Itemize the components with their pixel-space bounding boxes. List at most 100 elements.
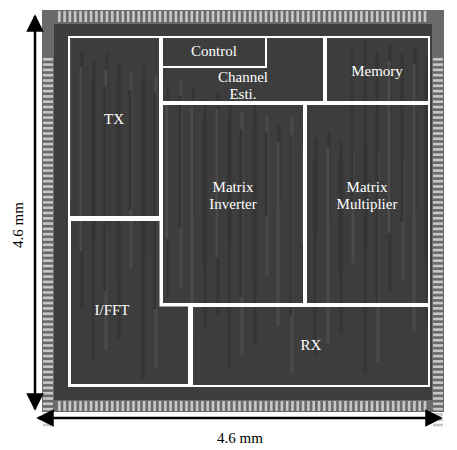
bond-pad <box>433 90 443 93</box>
bond-pad <box>433 408 443 411</box>
bond-pad <box>43 403 53 406</box>
bond-pad <box>233 11 236 22</box>
die-streak <box>203 116 206 268</box>
block-label: Channel Esti. <box>203 69 283 104</box>
bond-pad <box>408 401 411 411</box>
bond-pad <box>433 286 443 289</box>
die-streak <box>228 119 231 367</box>
bond-pad <box>43 228 53 231</box>
bond-pad <box>43 191 53 194</box>
bond-pad <box>196 401 199 411</box>
die-streak <box>117 80 120 280</box>
bond-pad <box>159 401 162 411</box>
bond-pad <box>433 180 443 183</box>
block-region: Control <box>161 36 267 68</box>
bond-pad <box>249 401 252 411</box>
die-streak <box>204 99 207 327</box>
bond-pad <box>403 401 406 411</box>
bond-pad <box>43 206 53 209</box>
bond-pad <box>433 281 443 284</box>
bond-pad <box>175 401 178 411</box>
bond-pad <box>201 401 204 411</box>
bond-pad <box>169 11 172 22</box>
bond-pad <box>212 401 215 411</box>
block-region: Matrix Multiplier <box>305 103 430 305</box>
bond-pad <box>334 11 337 22</box>
bond-pad <box>63 11 66 22</box>
bond-pad <box>344 11 347 22</box>
die-streak <box>166 103 169 239</box>
bond-pad <box>433 291 443 294</box>
bond-pad <box>433 339 443 342</box>
die-streak <box>180 79 183 287</box>
bond-pad <box>355 11 358 22</box>
bond-pad <box>323 11 326 22</box>
bond-pad <box>43 408 53 411</box>
bond-pad <box>392 401 395 411</box>
bond-pad <box>43 355 53 358</box>
die-streak <box>167 86 170 298</box>
block-label: Matrix Multiplier <box>327 179 407 214</box>
bond-pad <box>43 334 53 337</box>
bond-pad <box>43 63 53 66</box>
bond-pad <box>43 95 53 98</box>
bond-pad <box>433 360 443 363</box>
bond-pad <box>312 401 315 411</box>
bond-pad <box>433 244 443 247</box>
bond-pad <box>43 175 53 178</box>
bond-pad <box>191 401 194 411</box>
bond-pad <box>233 401 236 411</box>
bond-pad <box>153 11 156 22</box>
bond-pad <box>69 401 72 411</box>
bond-pad <box>328 401 331 411</box>
bond-pad <box>43 222 53 225</box>
bond-pad <box>433 159 443 162</box>
bond-pad <box>90 401 93 411</box>
bond-pad <box>433 328 443 331</box>
bond-pad <box>302 11 305 22</box>
die-streak <box>389 44 392 292</box>
bond-pad <box>433 381 443 384</box>
die-streak <box>179 96 182 228</box>
bond-pad <box>95 401 98 411</box>
block-label: Matrix Inverter <box>188 179 278 214</box>
bond-pad <box>433 196 443 199</box>
bond-pad <box>244 401 247 411</box>
bond-pad <box>43 138 53 141</box>
bond-pad <box>254 401 257 411</box>
bond-pad <box>127 401 130 411</box>
bond-pad <box>212 11 215 22</box>
die-streak <box>240 129 243 297</box>
bond-pad <box>413 401 416 411</box>
bond-pad <box>403 11 406 22</box>
bond-pad <box>244 11 247 22</box>
bond-pad <box>148 11 151 22</box>
die-streak <box>241 112 244 356</box>
bond-pad <box>100 401 103 411</box>
block-region: RX <box>191 305 430 387</box>
bond-pad <box>275 11 278 22</box>
bond-pad <box>43 217 53 220</box>
bond-pad <box>433 175 443 178</box>
die-streak <box>118 63 121 339</box>
bond-pad <box>350 11 353 22</box>
bond-pad <box>376 11 379 22</box>
bond-pad <box>43 196 53 199</box>
bond-pad <box>433 111 443 114</box>
bond-pad <box>433 222 443 225</box>
bond-pad <box>339 401 342 411</box>
bond-pad <box>79 11 82 22</box>
bond-pad <box>433 233 443 236</box>
bond-pad <box>143 401 146 411</box>
bond-pad <box>433 63 443 66</box>
bond-pad <box>169 401 172 411</box>
bond-pad <box>43 328 53 331</box>
bond-pads <box>43 11 443 426</box>
region-outline <box>70 220 190 386</box>
bond-pad <box>433 138 443 141</box>
bond-pad <box>43 270 53 273</box>
bond-pad <box>43 397 53 400</box>
bond-pad <box>185 11 188 22</box>
bond-pad <box>275 401 278 411</box>
bond-pad <box>43 106 53 109</box>
